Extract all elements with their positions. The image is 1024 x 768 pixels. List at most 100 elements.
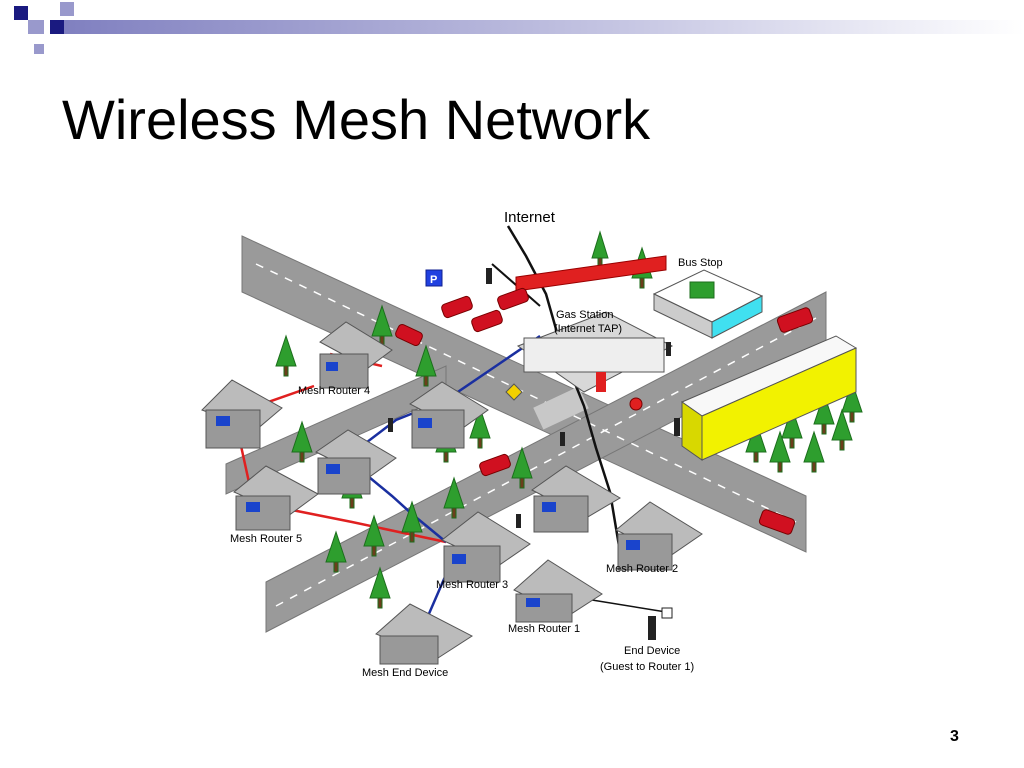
crosswalk xyxy=(533,386,589,430)
label-mesh-router-1: Mesh Router 1 xyxy=(508,623,580,635)
tree-trunk xyxy=(753,451,759,463)
gas-station-roof xyxy=(515,255,667,292)
tree-trunk xyxy=(377,597,383,609)
road-center-line xyxy=(255,263,797,523)
tree-trunk xyxy=(639,277,645,289)
end-device-user xyxy=(648,616,656,640)
road-warning-sign xyxy=(505,383,523,401)
tree xyxy=(831,408,853,441)
person xyxy=(674,418,680,436)
car xyxy=(441,295,473,319)
label-bus-stop: Bus Stop xyxy=(678,257,723,269)
parking-sign-plate xyxy=(425,269,443,287)
parking-sign: P xyxy=(425,269,443,287)
bus xyxy=(680,335,858,461)
people xyxy=(388,268,680,640)
tree-trunk xyxy=(839,439,845,451)
bus-stop-wall-left xyxy=(653,293,713,339)
router-screen xyxy=(326,362,338,371)
house-router-5 xyxy=(233,465,319,531)
person xyxy=(388,418,393,432)
tree-trunk xyxy=(409,531,415,543)
slide-title: Wireless Mesh Network xyxy=(62,88,651,151)
end-device-laptop xyxy=(661,607,673,619)
house-wall xyxy=(317,457,371,495)
router-screen xyxy=(452,554,466,564)
router-screen xyxy=(326,464,340,474)
car xyxy=(758,509,796,535)
house-router-2 xyxy=(615,501,703,571)
label-end-device: End Device xyxy=(624,645,680,657)
house-center-right xyxy=(531,465,621,533)
car xyxy=(471,309,503,333)
house-wall xyxy=(411,409,465,449)
label-gas-station: Gas Station xyxy=(556,309,613,321)
bus-stop-sign xyxy=(689,281,715,299)
tree-trunk xyxy=(789,437,795,449)
car xyxy=(479,453,511,477)
house-router-4 xyxy=(319,321,393,389)
tree-trunk xyxy=(371,545,377,557)
house-left-top xyxy=(201,379,283,449)
tree xyxy=(275,334,297,367)
label-internet-tap: (Internet TAP) xyxy=(554,323,622,335)
person xyxy=(486,268,492,284)
house-wall xyxy=(379,635,439,665)
title-gradient-bar xyxy=(64,20,1024,34)
house-center-top xyxy=(409,381,489,449)
house-wall xyxy=(617,533,673,571)
gas-station-building xyxy=(523,337,665,373)
person xyxy=(516,514,521,528)
router-screen xyxy=(216,416,230,426)
tree-trunk xyxy=(821,423,827,435)
house-wall xyxy=(235,495,291,531)
tree-trunk xyxy=(283,365,289,377)
car xyxy=(395,323,423,347)
black-link-router1-end-device xyxy=(591,599,667,613)
label-mesh-router-5: Mesh Router 5 xyxy=(230,533,302,545)
house-mesh-end-device xyxy=(375,603,473,665)
label-mesh-router-2: Mesh Router 2 xyxy=(606,563,678,575)
router-screen xyxy=(526,598,540,607)
cars xyxy=(395,287,814,535)
label-mesh-end-device: Mesh End Device xyxy=(362,667,448,679)
house-router-1 xyxy=(513,559,603,623)
label-internet: Internet xyxy=(504,209,556,226)
router-screen xyxy=(418,418,432,428)
person xyxy=(666,342,671,356)
stop-sign xyxy=(629,397,643,411)
label-guest-note: (Guest to Router 1) xyxy=(600,661,694,673)
router-screen xyxy=(626,540,640,550)
tree-trunk xyxy=(477,437,483,449)
road-center-line xyxy=(275,317,817,607)
router-screen xyxy=(542,502,556,512)
tree-trunk xyxy=(811,461,817,473)
house-center-left xyxy=(315,429,397,495)
house-wall xyxy=(205,409,261,449)
parking-sign-text: P xyxy=(430,274,437,286)
corner-square xyxy=(34,44,44,54)
tree-trunk xyxy=(443,451,449,463)
diagram-labels: Internet Bus Stop Gas Station (Internet … xyxy=(230,209,723,679)
person xyxy=(560,432,565,446)
tree xyxy=(591,230,609,259)
tree xyxy=(803,430,825,463)
tree-trunk xyxy=(349,497,355,509)
tree-trunk xyxy=(423,375,429,387)
gas-pump xyxy=(596,372,606,392)
tree-trunk xyxy=(777,461,783,473)
gas-station xyxy=(515,255,674,393)
corner-square xyxy=(60,2,74,16)
tree-trunk xyxy=(849,411,855,423)
car xyxy=(776,307,814,333)
label-mesh-router-3: Mesh Router 3 xyxy=(436,579,508,591)
bus-front xyxy=(681,401,703,461)
car xyxy=(497,287,529,311)
corner-square xyxy=(14,6,28,20)
house-wall xyxy=(515,593,573,623)
tree-trunk xyxy=(451,507,457,519)
tree-trunk xyxy=(519,477,525,489)
slide-corner-decoration xyxy=(14,2,1024,54)
label-mesh-router-4: Mesh Router 4 xyxy=(298,385,370,397)
mesh-network-diagram: P Internet Bus Stop Gas Station (Interne… xyxy=(201,209,863,679)
